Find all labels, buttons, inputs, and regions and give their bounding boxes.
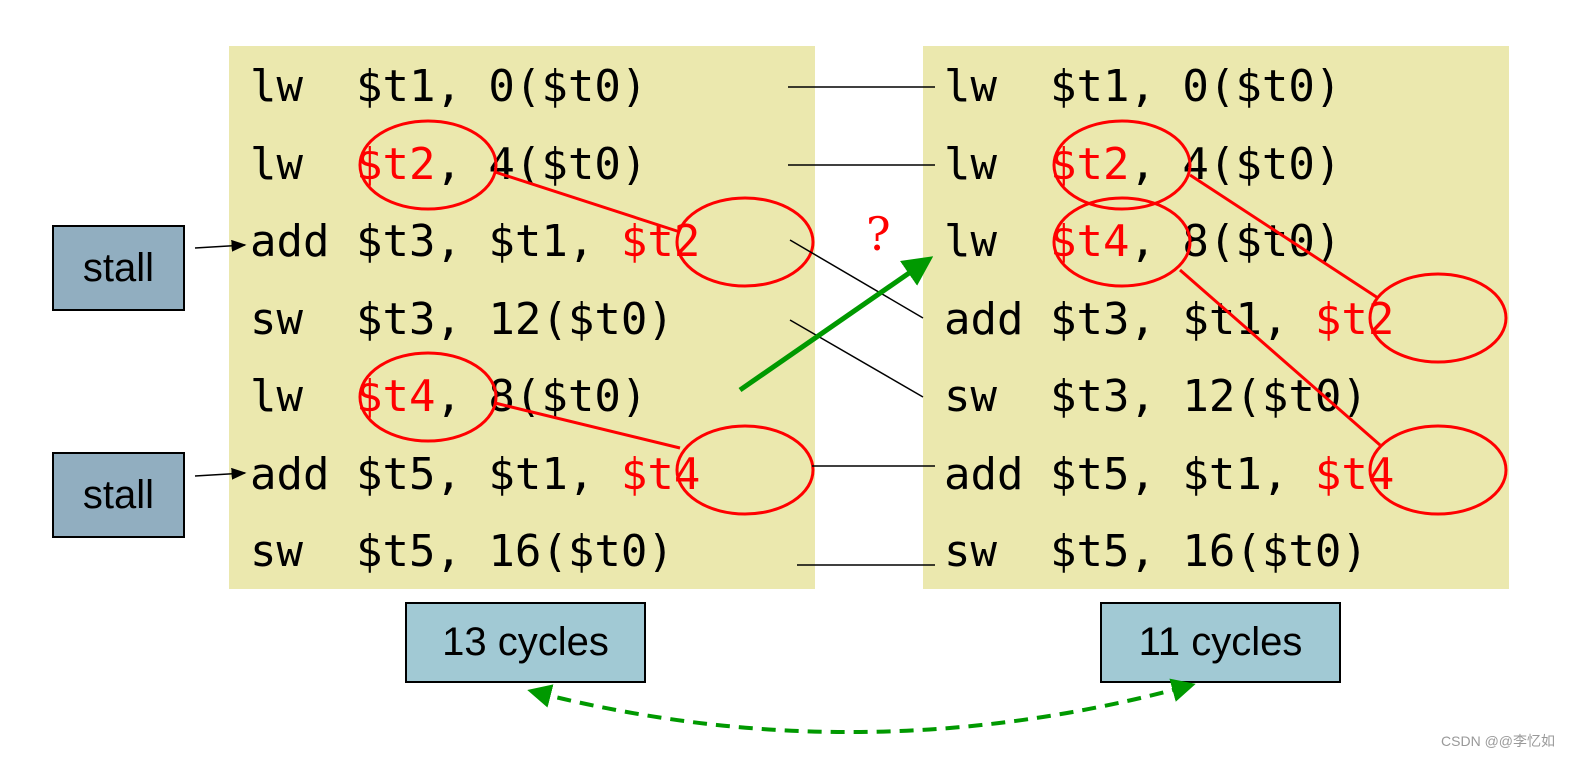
watermark: CSDN @@李忆如	[1441, 733, 1555, 749]
stall-arrow	[194, 239, 247, 252]
instruction-text: lw	[944, 138, 1050, 190]
instruction-line: add $t5, $t1, $t4	[250, 436, 700, 514]
question-mark: ?	[866, 207, 891, 261]
instruction-text: add $t3, $t1,	[944, 293, 1315, 345]
instruction-line: sw $t5, 16($t0)	[250, 513, 700, 591]
instruction-text: sw $t3, 12($t0)	[250, 293, 674, 345]
instruction-text: add $t3, $t1,	[250, 216, 621, 267]
left-cycles-label: 13 cycles	[442, 620, 609, 664]
instruction-text: lw	[944, 216, 1050, 267]
instruction-line: lw $t2, 4($t0)	[944, 126, 1394, 204]
right-cycles-label: 11 cycles	[1138, 620, 1303, 664]
stall-box-1: stall	[52, 225, 185, 311]
instruction-text: lw	[250, 371, 356, 422]
hazard-register: $t4	[1314, 448, 1395, 500]
original-code: lw $t1, 0($t0)lw $t2, 4($t0)add $t3, $t1…	[250, 48, 700, 591]
instruction-line: lw $t2, 4($t0)	[250, 126, 700, 204]
right-cycles-box: 11 cycles	[1100, 602, 1341, 683]
hazard-circle	[358, 119, 498, 211]
hazard-circle	[1052, 196, 1192, 288]
instruction-text: add $t5, $t1,	[944, 448, 1315, 500]
instruction-text: lw	[250, 138, 356, 190]
stall-box-2: stall	[52, 452, 185, 538]
instruction-text: , 4($t0)	[1129, 138, 1342, 190]
instruction-line: sw $t3, 12($t0)	[250, 281, 700, 359]
stall-label: stall	[82, 472, 155, 517]
instruction-text: sw $t5, 16($t0)	[944, 526, 1368, 577]
instruction-line: lw $t1, 0($t0)	[250, 48, 700, 126]
instruction-text: , 4($t0)	[435, 138, 648, 190]
instruction-text: lw $t1, 0($t0)	[250, 61, 648, 112]
instruction-line: add $t3, $t1, $t2	[944, 281, 1394, 359]
dependency-line	[1179, 268, 1381, 447]
stall-label: stall	[82, 245, 155, 290]
dependency-line	[494, 170, 681, 234]
instruction-line: add $t3, $t1, $t2	[250, 203, 700, 281]
instruction-text: add $t5, $t1,	[250, 448, 621, 500]
comparison-arrow	[527, 678, 1196, 734]
hazard-register: $t2	[355, 138, 436, 190]
mapping-line	[789, 239, 924, 319]
reordered-code-panel	[923, 46, 1509, 589]
dependency-line	[494, 401, 681, 450]
instruction-text: sw $t3, 12($t0)	[944, 371, 1368, 422]
instruction-line: lw $t1, 0($t0)	[944, 48, 1394, 126]
instruction-line: add $t5, $t1, $t4	[944, 436, 1394, 514]
instruction-line: lw $t4, 8($t0)	[944, 203, 1394, 281]
hazard-register: $t4	[355, 371, 436, 422]
hazard-register: $t4	[620, 448, 701, 500]
dependency-line	[1189, 173, 1379, 300]
instruction-line: lw $t4, 8($t0)	[250, 358, 700, 436]
stall-arrow	[194, 467, 247, 480]
move-arrow	[738, 256, 934, 393]
instruction-line: sw $t3, 12($t0)	[944, 358, 1394, 436]
left-cycles-box: 13 cycles	[405, 602, 646, 683]
original-code-panel	[229, 46, 815, 589]
instruction-text: , 8($t0)	[435, 371, 648, 422]
instruction-text: sw $t5, 16($t0)	[250, 526, 674, 577]
instruction-text: , 8($t0)	[1129, 216, 1342, 267]
hazard-circle	[1052, 119, 1192, 211]
hazard-register: $t2	[1314, 293, 1395, 345]
hazard-register: $t4	[1049, 216, 1130, 267]
hazard-circle	[1368, 424, 1508, 516]
reordered-code: lw $t1, 0($t0)lw $t2, 4($t0)lw $t4, 8($t…	[944, 48, 1394, 591]
mapping-line	[789, 319, 924, 398]
hazard-circle	[675, 424, 815, 516]
instruction-line: sw $t5, 16($t0)	[944, 513, 1394, 591]
hazard-register: $t2	[1049, 138, 1130, 190]
hazard-circle	[1368, 272, 1508, 364]
instruction-text: lw $t1, 0($t0)	[944, 61, 1342, 112]
hazard-circle	[675, 196, 815, 288]
hazard-circle	[358, 351, 498, 443]
